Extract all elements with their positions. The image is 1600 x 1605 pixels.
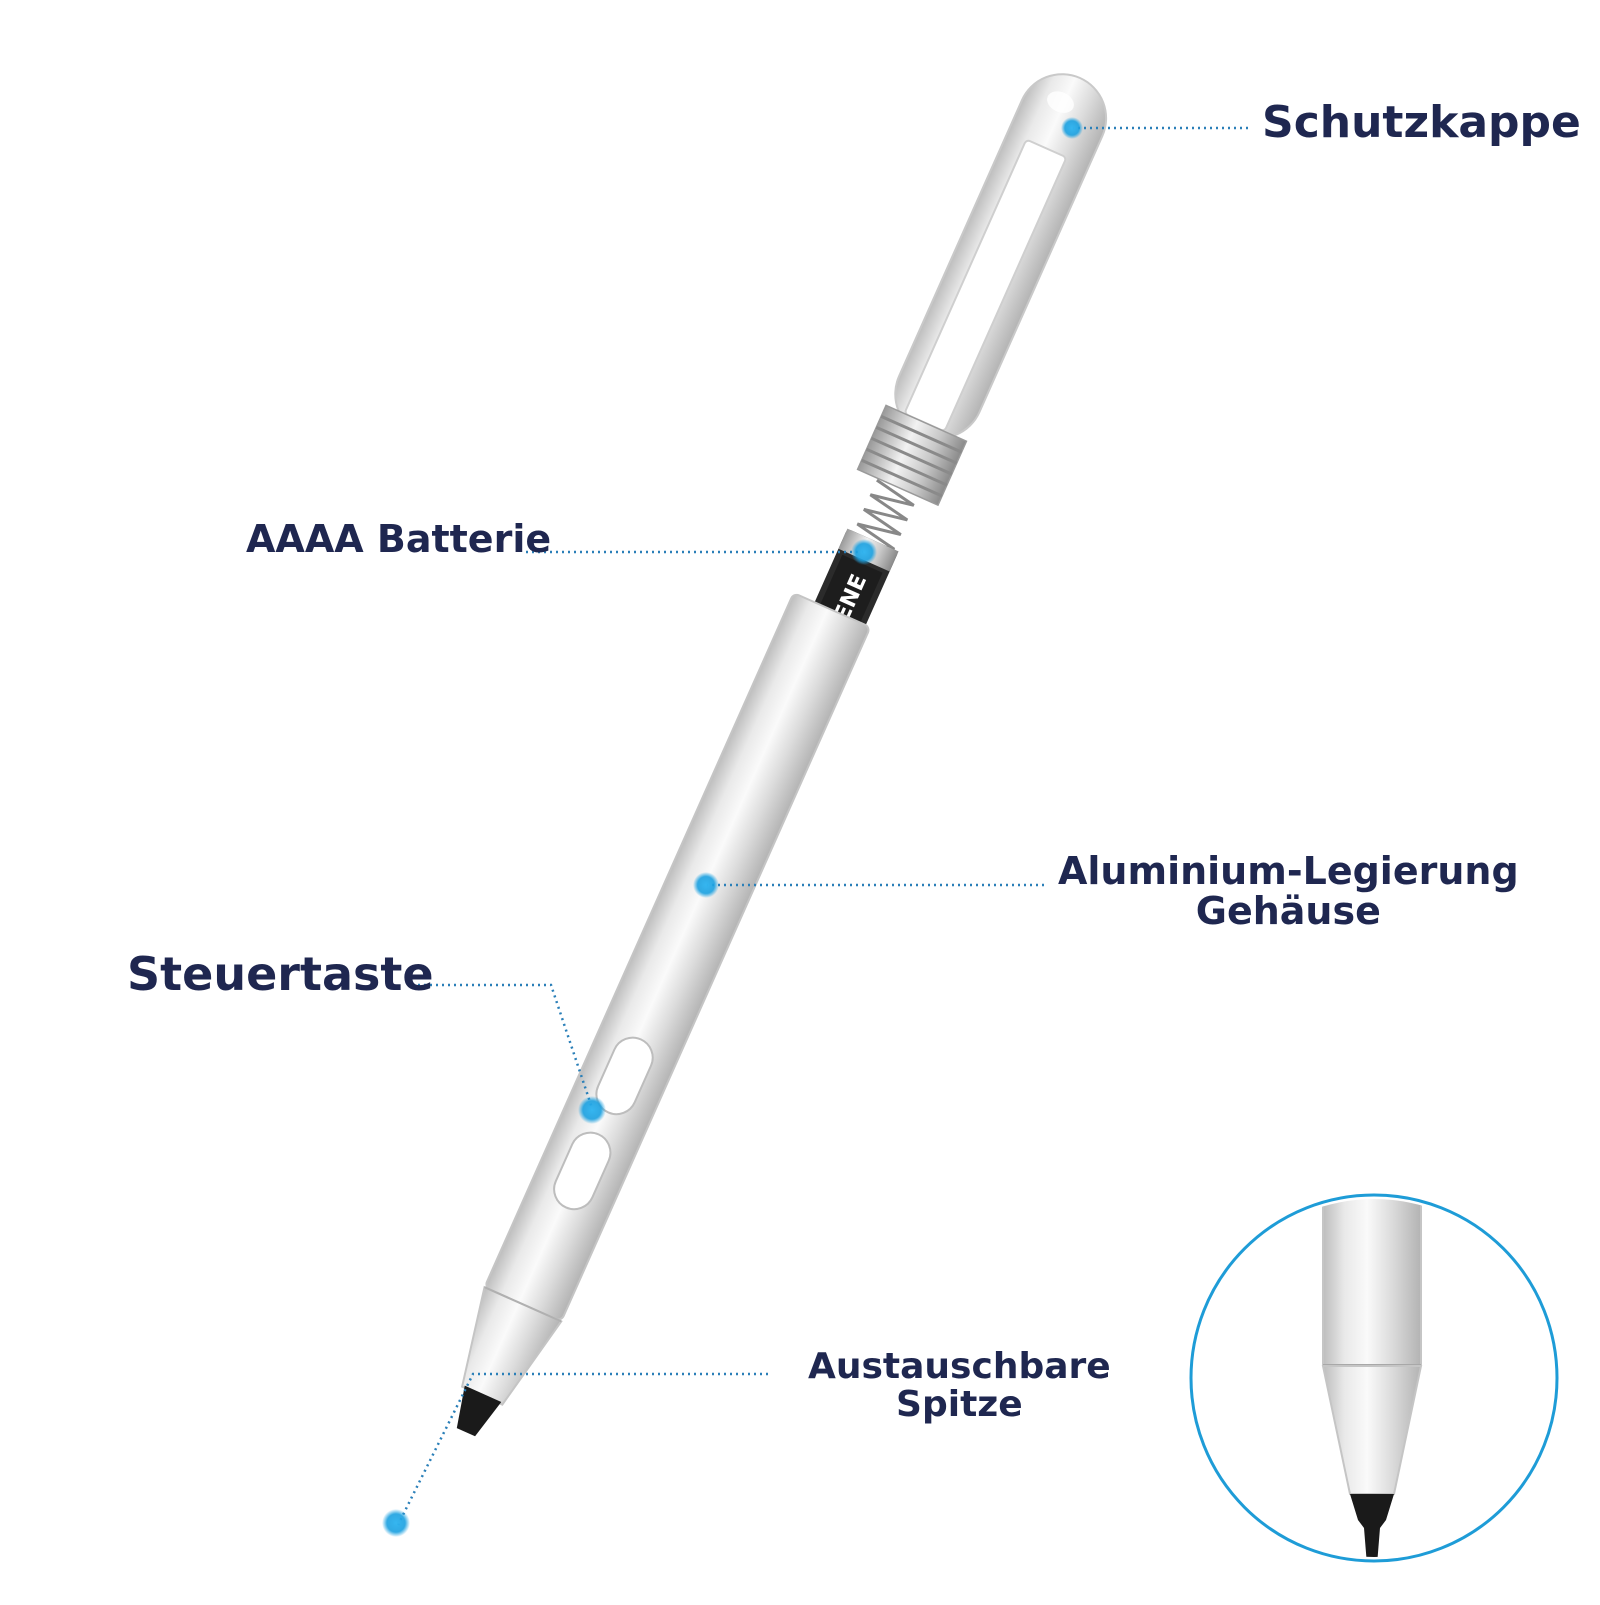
tip-leader-line (396, 1372, 768, 1526)
housing-label-line2: Gehäuse (1195, 888, 1381, 933)
button-marker (578, 1096, 606, 1124)
leader-lines (396, 126, 1252, 1526)
battery-marker (851, 539, 877, 565)
protective-cap (854, 73, 1108, 551)
tip-label-line1: Austauschbare (808, 1346, 1111, 1387)
cap-marker (1061, 117, 1083, 139)
tip-label-line2: Spitze (896, 1383, 1023, 1425)
pen-tip (456, 1385, 502, 1437)
tip-marker (382, 1509, 410, 1537)
thread-section (856, 404, 968, 507)
coil-spring-icon (854, 478, 915, 551)
tip-label: Austauschbare Spitze (808, 1348, 1111, 1424)
control-button-upper (595, 1036, 654, 1116)
battery-label: AAAA Batterie (246, 517, 552, 561)
pen-body (456, 593, 870, 1437)
housing-label-line1: Aluminium-Legierung (1058, 849, 1519, 893)
control-button-lower (553, 1131, 612, 1211)
control-button-label: Steuertaste (127, 947, 434, 1001)
button-leader-line (412, 983, 594, 1109)
cap-label: Schutzkappe (1262, 97, 1581, 148)
housing-label: Aluminium-Legierung Gehäuse (1058, 849, 1519, 933)
inset-pen-tip (1350, 1494, 1394, 1557)
housing-marker (693, 872, 719, 898)
tip-closeup-inset (1189, 1193, 1559, 1563)
